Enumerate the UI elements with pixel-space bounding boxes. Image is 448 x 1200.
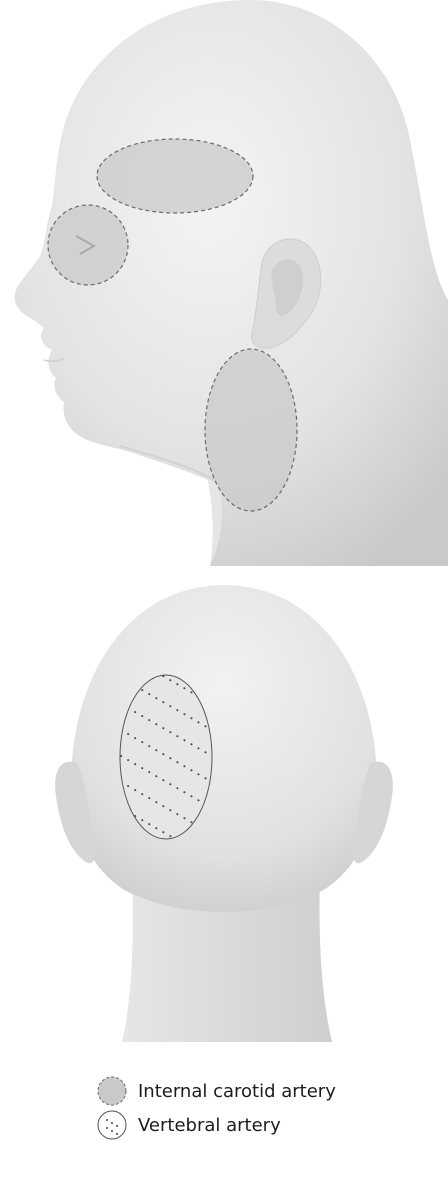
forehead-region [97, 139, 253, 213]
jaw-neck-region [205, 349, 297, 511]
occipital-region [120, 675, 212, 839]
legend-label: Internal carotid artery [138, 1081, 336, 1102]
posterior-skull [71, 585, 376, 912]
shaded-dashed-swatch-icon [96, 1075, 128, 1107]
dotted-swatch-icon [96, 1109, 128, 1141]
legend-label: Vertebral artery [138, 1115, 281, 1136]
eye-region [48, 205, 128, 285]
legend: Internal carotid artery Vertebral artery [96, 1074, 436, 1142]
legend-item-vertebral: Vertebral artery [96, 1108, 436, 1142]
legend-item-internal-carotid: Internal carotid artery [96, 1074, 436, 1108]
posterior-head-view [55, 585, 393, 1042]
lateral-head-view [15, 0, 448, 566]
